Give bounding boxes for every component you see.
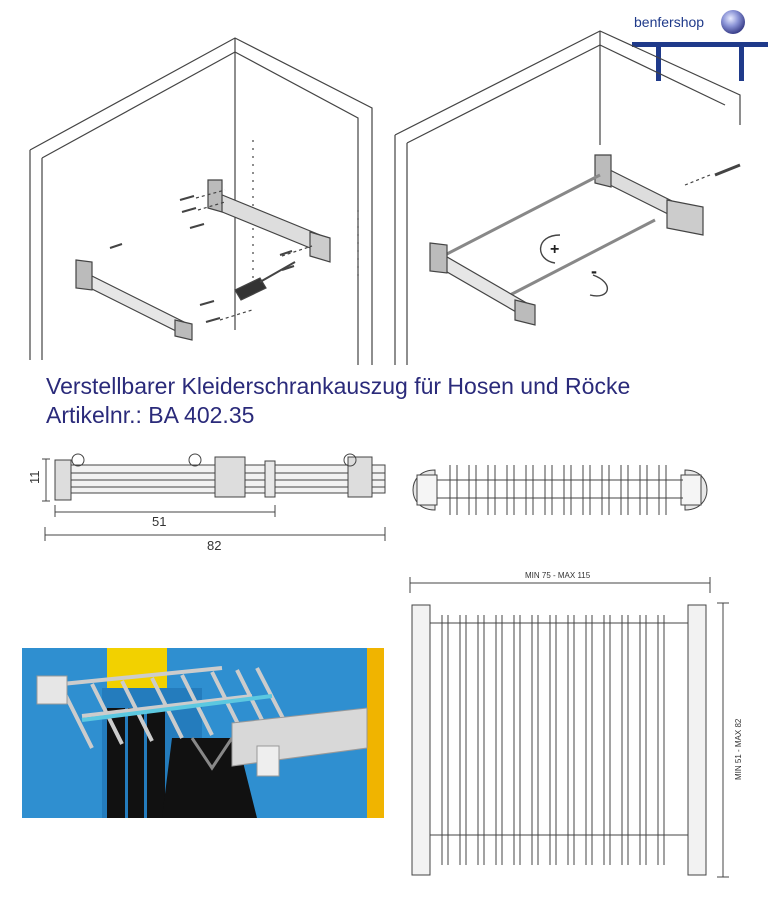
product-title: Verstellbarer Kleiderschrankauszug für H… [46,373,631,399]
product-header: Verstellbarer Kleiderschrankauszug für H… [46,372,630,430]
logo-orb-icon [721,10,745,34]
dimension-depth-label: MIN 51 - MAX 82 [734,718,743,780]
top-view-drawing: MIN 75 - MAX 115 MIN 51 - MAX 82 [409,571,743,878]
dimension-height-label: 11 [27,471,42,485]
brand-logo [632,10,768,81]
product-photo [22,648,384,818]
end-view-drawing [412,465,708,515]
rotate-plus-icon: + [550,241,559,258]
side-view-drawing: 11 51 82 [27,453,386,553]
rotate-minus-icon: - [591,261,597,281]
assembly-illustration-adjustment: + - [394,30,741,365]
article-number: Artikelnr.: BA 402.35 [46,402,255,428]
dimension-inner-label: 51 [152,514,166,529]
dimension-total-label: 82 [207,538,221,553]
brand-logo-text: benfershop [634,14,705,30]
assembly-illustration-mounting [29,37,373,365]
dimension-width-label: MIN 75 - MAX 115 [525,571,591,580]
